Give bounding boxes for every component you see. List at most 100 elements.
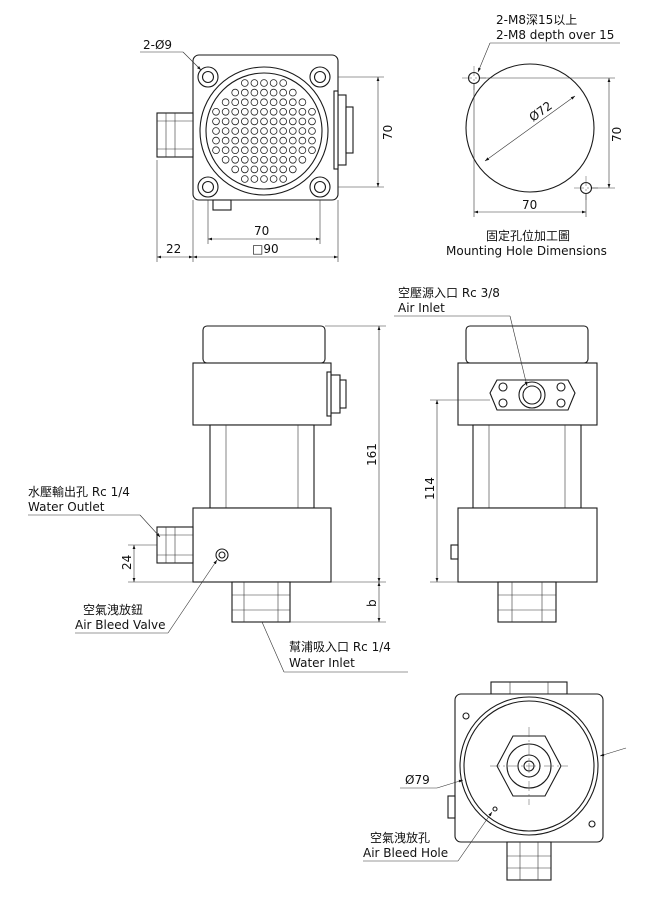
side-cylinder xyxy=(472,424,582,509)
water-inlet-label-en: Water Inlet xyxy=(289,656,355,670)
grille-hole xyxy=(308,146,316,155)
side-lower-block xyxy=(457,507,598,583)
grille-hole xyxy=(260,79,268,87)
grille-hole xyxy=(231,117,240,126)
grille-hole xyxy=(250,127,259,135)
grille-hole xyxy=(279,98,288,106)
grille-hole xyxy=(241,127,249,135)
side-top-cap xyxy=(465,325,589,364)
corner-hole xyxy=(309,66,331,88)
corner-hole xyxy=(309,176,331,198)
grille-hole xyxy=(250,156,259,164)
grille-hole xyxy=(221,108,230,116)
thread-note-en: 2-M8 depth over 15 xyxy=(496,28,614,42)
grille-hole xyxy=(260,88,268,97)
dim-offset-22: 22 xyxy=(166,242,181,256)
dim-width-70: 70 xyxy=(254,224,269,238)
grille-hole xyxy=(269,79,278,87)
grille-hole xyxy=(260,117,268,126)
grille-hole xyxy=(250,79,259,87)
bleed-hole-label-en: Air Bleed Hole xyxy=(363,846,448,860)
grille-hole xyxy=(241,156,249,164)
grille-hole xyxy=(250,165,259,174)
grille-hole xyxy=(308,117,316,126)
grille-hole xyxy=(260,175,268,183)
grille-hole xyxy=(279,117,288,126)
grille-hole xyxy=(288,156,297,164)
grille-hole xyxy=(250,136,259,145)
mounting-circle xyxy=(465,63,595,193)
water-outlet-label-en: Water Outlet xyxy=(28,500,105,514)
grille-hole xyxy=(250,117,259,126)
thread-note-zh: 2-M8深15以上 xyxy=(496,13,577,27)
grille-hole xyxy=(279,127,288,135)
grille-hole xyxy=(231,88,240,97)
grille-hole xyxy=(269,108,278,116)
bleed-valve-label-en: Air Bleed Valve xyxy=(75,618,166,632)
lower-block xyxy=(192,507,332,583)
grille-hole xyxy=(260,98,268,106)
bleed-hole-label-zh: 空氣洩放孔 xyxy=(370,830,430,845)
hole-note: 2-Ø9 xyxy=(143,38,172,52)
bottom-air-fitting xyxy=(490,681,568,695)
grille-hole xyxy=(269,88,278,97)
grille-hole xyxy=(288,108,297,116)
grille-hole xyxy=(288,98,297,106)
grille-hole xyxy=(231,156,240,164)
grille-hole xyxy=(298,108,307,116)
grille-hole xyxy=(298,127,307,135)
grille-hole xyxy=(288,127,297,135)
grille-hole xyxy=(279,136,288,145)
bottom-outlet-fitting xyxy=(506,841,552,881)
water-outlet-label-zh: 水壓輸出孔 Rc 1/4 xyxy=(28,484,130,499)
top-view: 2-Ø9 70 70 22 □90 xyxy=(140,38,395,262)
dim-161: 161 xyxy=(365,443,379,466)
grille-hole xyxy=(231,146,240,155)
dim-height-70: 70 xyxy=(381,125,395,140)
grille-hole xyxy=(260,136,268,145)
corner-hole xyxy=(197,176,219,198)
grille-hole xyxy=(221,127,230,135)
caption-zh: 固定孔位加工圖 xyxy=(486,228,570,243)
grille-hole xyxy=(212,127,220,135)
grille-hole xyxy=(241,79,249,87)
bottom-view: Ø79 空氣洩放孔 Air Bleed Hole xyxy=(363,681,627,881)
bleed-valve-label-zh: 空氣洩放鈕 xyxy=(83,602,143,617)
corner-hole xyxy=(197,66,219,88)
grille-hole xyxy=(298,136,307,145)
grille-hole xyxy=(231,136,240,145)
grille-hole xyxy=(308,127,316,135)
grille-hole xyxy=(250,108,259,116)
grille-hole xyxy=(288,117,297,126)
grille-hole xyxy=(269,165,278,174)
grille-hole xyxy=(231,127,240,135)
side-inlet-fitting xyxy=(497,581,557,623)
dim-114: 114 xyxy=(423,477,437,500)
grille-hole xyxy=(250,98,259,106)
dim-24: 24 xyxy=(120,555,134,570)
grille-hole xyxy=(212,108,220,116)
dim-width-90: □90 xyxy=(252,242,279,256)
grille-hole xyxy=(241,117,249,126)
air-inlet-label-en: Air Inlet xyxy=(398,301,445,315)
water-inlet-fitting xyxy=(231,581,291,623)
grille-hole xyxy=(288,165,297,174)
grille-hole xyxy=(269,127,278,135)
dim-b: b xyxy=(365,599,379,607)
cylinder xyxy=(209,424,315,509)
grille-hole xyxy=(221,146,230,155)
grille-hole xyxy=(279,108,288,116)
caption-en: Mounting Hole Dimensions xyxy=(446,244,607,258)
grille-hole xyxy=(221,117,230,126)
grille-hole xyxy=(212,136,220,145)
grille-hole xyxy=(298,98,307,106)
grille-hole xyxy=(260,146,268,155)
grille-hole xyxy=(288,136,297,145)
grille-hole xyxy=(288,146,297,155)
grille-hole xyxy=(231,165,240,174)
front-view: 161 b 24 水壓輸出孔 Rc 1/4 Water Outlet 空氣洩放鈕… xyxy=(28,325,408,673)
grille-hole xyxy=(269,156,278,164)
water-inlet-label-zh: 幫浦吸入口 Rc 1/4 xyxy=(289,639,391,654)
dim-diameter-79: Ø79 xyxy=(405,773,430,787)
